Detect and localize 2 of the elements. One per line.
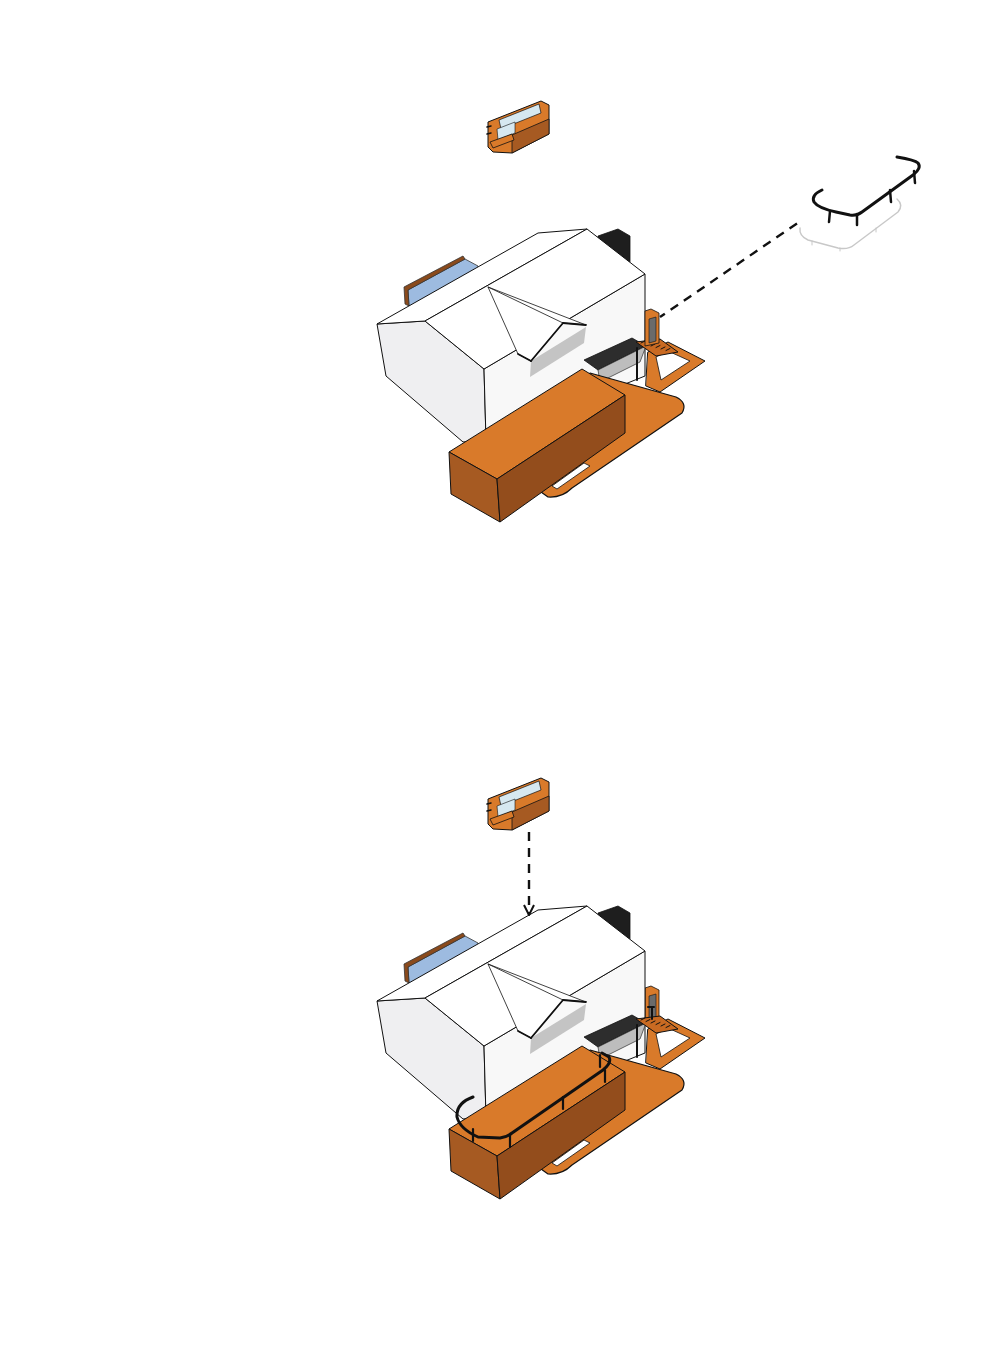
dashed-line [659,222,798,318]
dashed-arrow [523,832,535,916]
